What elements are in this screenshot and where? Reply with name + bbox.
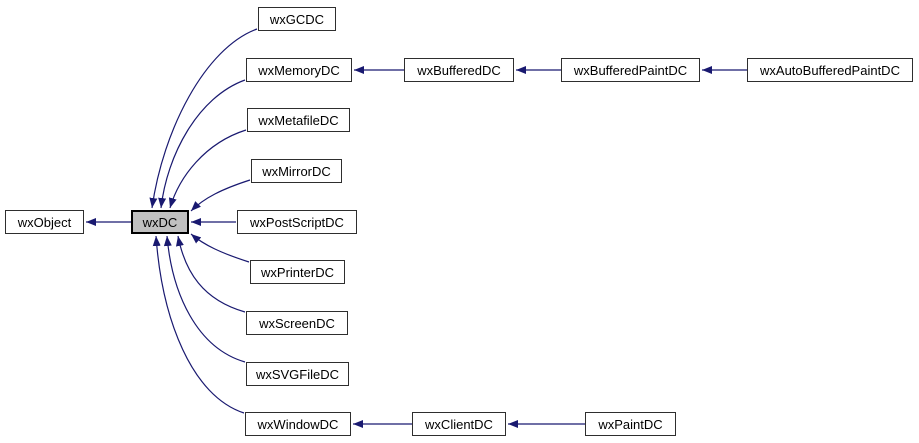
class-node-wxpostscriptdc[interactable]: wxPostScriptDC (237, 210, 357, 234)
edge-wxmirrordc-to-wxdc (190, 179, 251, 212)
edge-wxsvgfiledc-to-wxdc (163, 235, 246, 363)
edge-wxgcdc-to-wxdc (149, 28, 258, 209)
class-node-wxscreendc[interactable]: wxScreenDC (246, 311, 348, 335)
class-node-wxmetafiledc[interactable]: wxMetafileDC (247, 108, 350, 132)
class-node-wxdc: wxDC (131, 210, 189, 234)
edge-wxscreendc-to-wxdc (175, 235, 246, 313)
class-node-wxpaintdc[interactable]: wxPaintDC (585, 412, 676, 436)
edge-wxprinterdc-to-wxdc (190, 233, 250, 263)
class-node-wxprinterdc[interactable]: wxPrinterDC (250, 260, 345, 284)
class-node-wxgcdc[interactable]: wxGCDC (258, 7, 336, 31)
edge-wxwindowdc-to-wxdc (152, 235, 245, 414)
class-node-wxbuffereddc[interactable]: wxBufferedDC (404, 58, 514, 82)
edge-wxmemorydc-to-wxdc (158, 79, 246, 209)
class-node-wxmemorydc[interactable]: wxMemoryDC (246, 58, 352, 82)
class-node-wxmirrordc[interactable]: wxMirrorDC (251, 159, 342, 183)
class-node-wxwindowdc[interactable]: wxWindowDC (245, 412, 351, 436)
class-node-wxbufferedpaintdc[interactable]: wxBufferedPaintDC (561, 58, 700, 82)
class-node-wxsvgfiledc[interactable]: wxSVGFileDC (246, 362, 349, 386)
class-node-wxautobufferedpaintdc[interactable]: wxAutoBufferedPaintDC (747, 58, 913, 82)
class-node-wxobject[interactable]: wxObject (5, 210, 84, 234)
edge-wxmetafiledc-to-wxdc (168, 129, 247, 209)
class-node-wxclientdc[interactable]: wxClientDC (412, 412, 506, 436)
